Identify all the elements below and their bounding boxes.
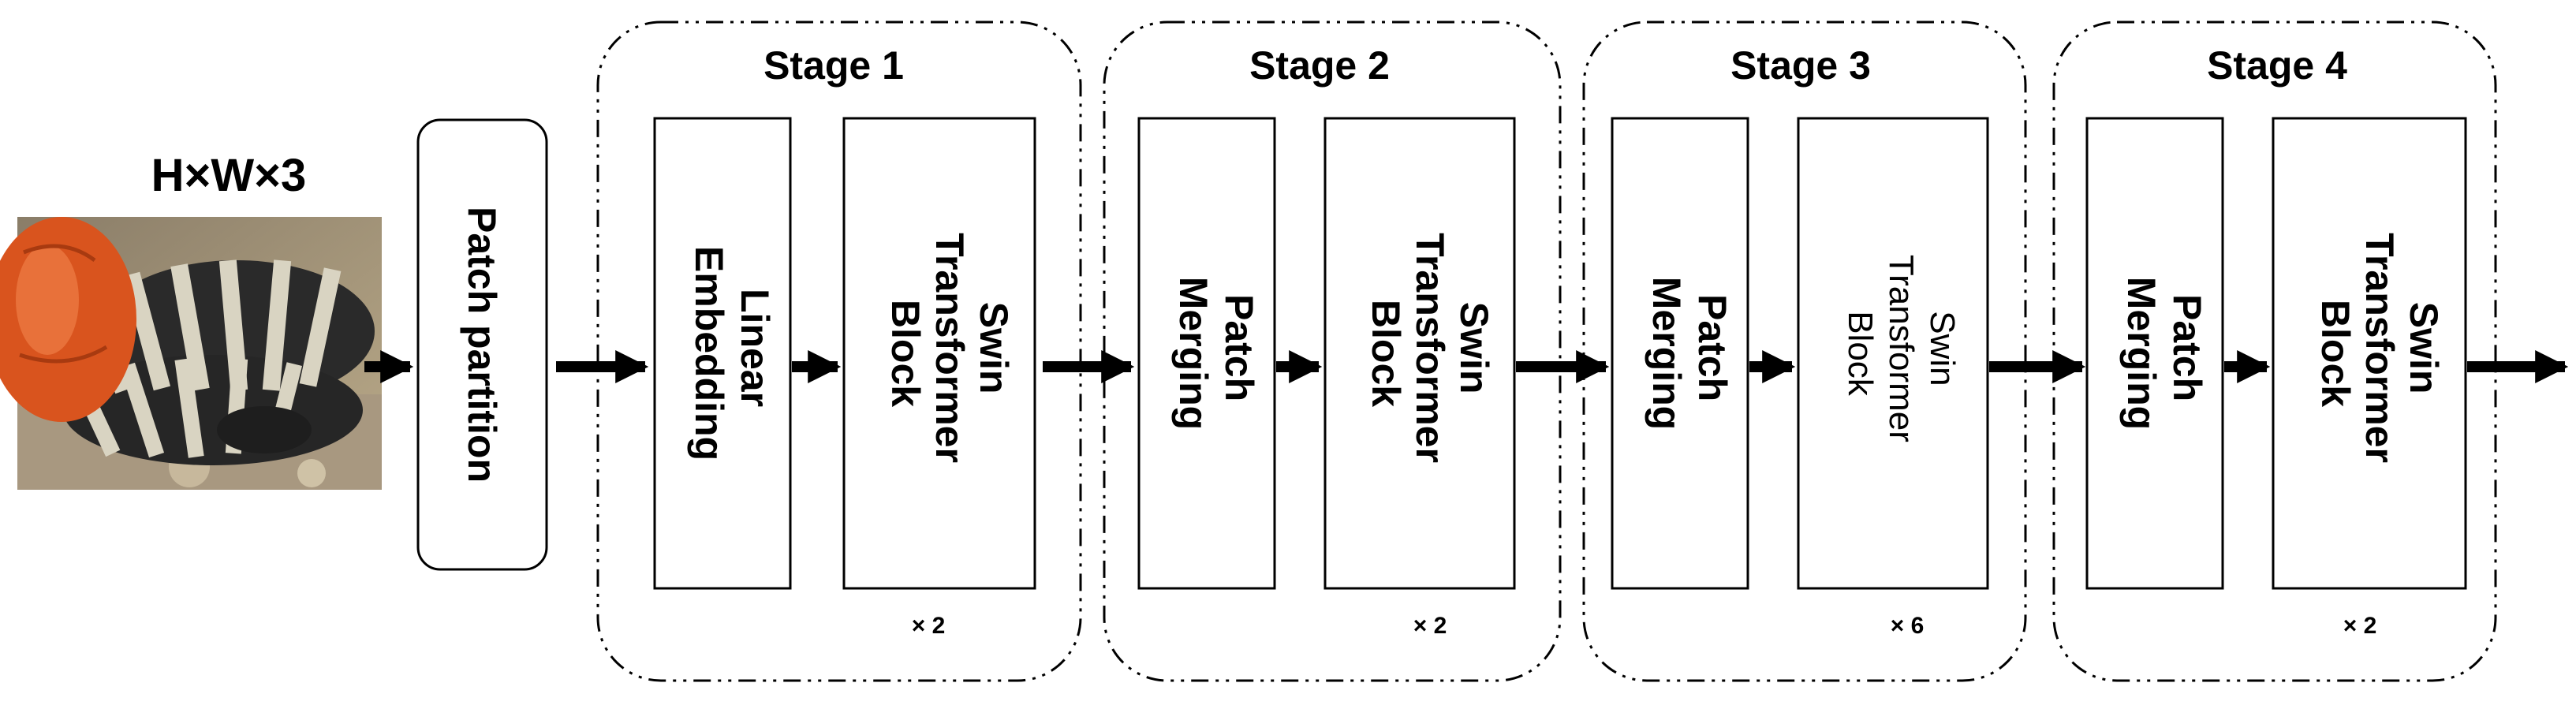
- swin-transformer-block: [1323, 117, 1516, 590]
- block-label-line: Block: [883, 300, 928, 407]
- swin-transformer-block: [1797, 117, 1989, 590]
- block-label-line: Merging: [2119, 277, 2163, 430]
- block-label-line: Swin: [972, 302, 1016, 394]
- stage-title: Stage 4: [2207, 43, 2347, 88]
- repeat-count: × 2: [912, 613, 946, 639]
- patch-partition-block: Patch partition: [416, 118, 548, 571]
- svg-text:Swin Transformer B: Swin Transformer Block: [1364, 233, 1496, 474]
- svg-text:Patch Merging: Patch Merging: [1171, 277, 1261, 430]
- block-label-line: Swin: [1923, 311, 1962, 386]
- patch-merging-block: [1137, 117, 1276, 590]
- block-label-line: Merging: [1171, 277, 1215, 430]
- patch-merging-block: [1611, 117, 1749, 590]
- swin-transformer-block: [2272, 117, 2467, 590]
- input-size-label: H×W×3: [151, 150, 307, 201]
- stage-title: Stage 3: [1730, 43, 1871, 88]
- block-label-line: Linear: [733, 289, 777, 407]
- block-label-line: Transformer: [2358, 233, 2402, 463]
- svg-text:Swin Transformer B: Swin Transformer Block: [883, 233, 1016, 474]
- stage-title: Stage 1: [763, 43, 904, 88]
- block-label-line: Patch: [1217, 294, 1261, 401]
- repeat-count: × 2: [1413, 613, 1447, 639]
- block-label-line: Block: [1364, 300, 1408, 407]
- patch-partition-label: Patch partition: [460, 207, 504, 483]
- block-label-line: Block: [1841, 311, 1880, 397]
- block-label-line: Transformer: [928, 233, 972, 463]
- svg-text:Swin Transformer B: Swin Transformer Block: [2313, 233, 2446, 474]
- block-label-line: Patch: [2165, 294, 2209, 401]
- patch-merging-block: [2085, 117, 2224, 590]
- block-label-line: Block: [2313, 300, 2358, 407]
- swin-transformer-block: [842, 117, 1036, 590]
- svg-text:Patch Merging: Patch Merging: [1645, 277, 1734, 430]
- block-label-line: Merging: [1645, 277, 1689, 430]
- stage-1: Stage 1 Linear Embedding Swin Transforme…: [596, 21, 1082, 682]
- block-label-line: Swin: [1452, 302, 1496, 394]
- block-label-line: Transformer: [1408, 233, 1452, 463]
- stage-3: Stage 3 Patch Merging Swin Transformer B…: [1582, 21, 2027, 682]
- stage-2: Stage 2 Patch Merging Swin Transformer B…: [1103, 21, 1562, 682]
- block-label-line: Swin: [2402, 302, 2446, 394]
- svg-text:Patch Merging: Patch Merging: [2119, 277, 2209, 430]
- repeat-count: × 2: [2343, 613, 2377, 639]
- block-label-line: Patch: [1690, 294, 1734, 401]
- stage-4: Stage 4 Patch Merging Swin Transformer B…: [2052, 21, 2497, 682]
- input-image: [0, 217, 382, 490]
- linear-embedding-block: [653, 117, 792, 590]
- svg-text:Swin Transformer B: Swin Transformer Block: [1841, 255, 1962, 452]
- repeat-count: × 6: [1891, 613, 1925, 639]
- block-label-line: Embedding: [687, 246, 731, 461]
- block-label-line: Transformer: [1882, 255, 1921, 442]
- svg-text:Linear Embedding: Linear Embedding: [687, 246, 777, 461]
- stage-title: Stage 2: [1249, 43, 1390, 88]
